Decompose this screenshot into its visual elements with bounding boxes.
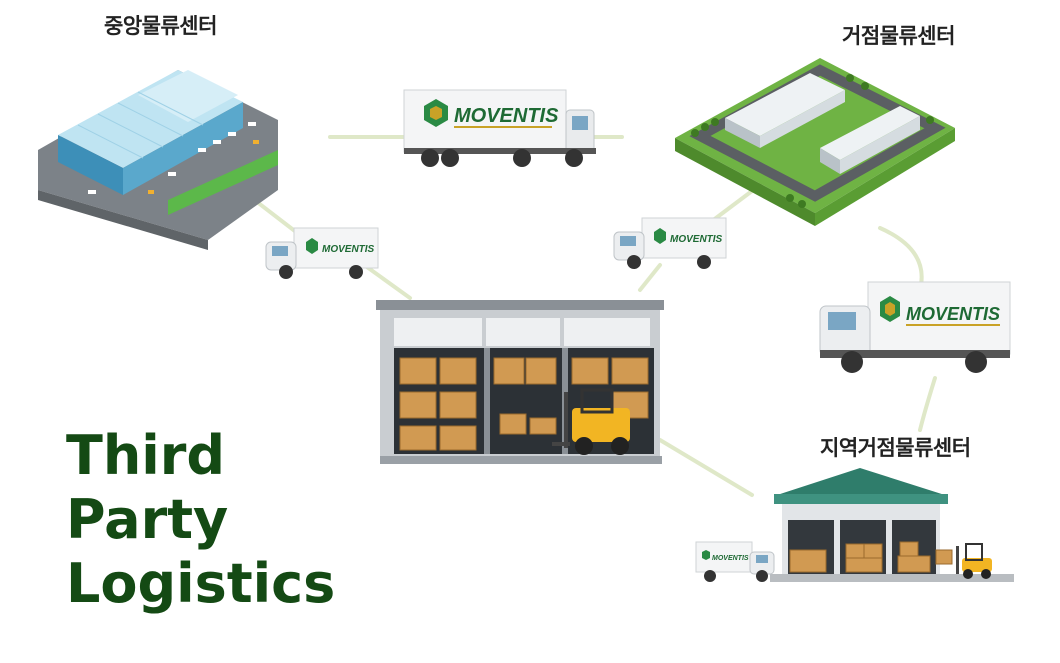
headline: Third Party Logistics (66, 424, 335, 616)
small-delivery-truck-left: MOVENTIS (265, 227, 379, 279)
small-delivery-truck-right: MOVENTIS (613, 217, 727, 269)
headline-line-3: Logistics (66, 552, 336, 615)
large-delivery-truck-top: MOVENTIS (403, 89, 596, 167)
regional-distribution-center-illustration (770, 468, 1014, 582)
large-delivery-truck-right: MOVENTIS (819, 281, 1011, 373)
forklift-icon (552, 388, 630, 455)
brand-text: MOVENTIS (454, 105, 559, 127)
headline-line-1: Third (66, 424, 226, 487)
connector-truck-regional (918, 376, 937, 432)
connector-warehouse-regional (658, 438, 754, 497)
hub-distribution-center-illustration (675, 58, 955, 226)
brand-text: MOVENTIS (322, 244, 375, 255)
brand-text: MOVENTIS (906, 304, 1000, 324)
hub-distribution-center-label: 거점물류센터 (842, 24, 955, 48)
brand-text: MOVENTIS (712, 555, 749, 562)
connector-hub-warehouse-2 (638, 263, 662, 292)
central-distribution-center-illustration (38, 70, 278, 250)
regional-distribution-center-label: 지역거점물류센터 (820, 436, 971, 460)
small-forklift-icon (956, 543, 992, 579)
brand-text: MOVENTIS (670, 234, 723, 245)
central-distribution-center-label: 중앙물류센터 (104, 14, 217, 38)
small-delivery-truck-regional: MOVENTIS (695, 541, 775, 582)
main-warehouse-illustration (376, 300, 664, 464)
headline-line-2: Party (66, 488, 229, 551)
